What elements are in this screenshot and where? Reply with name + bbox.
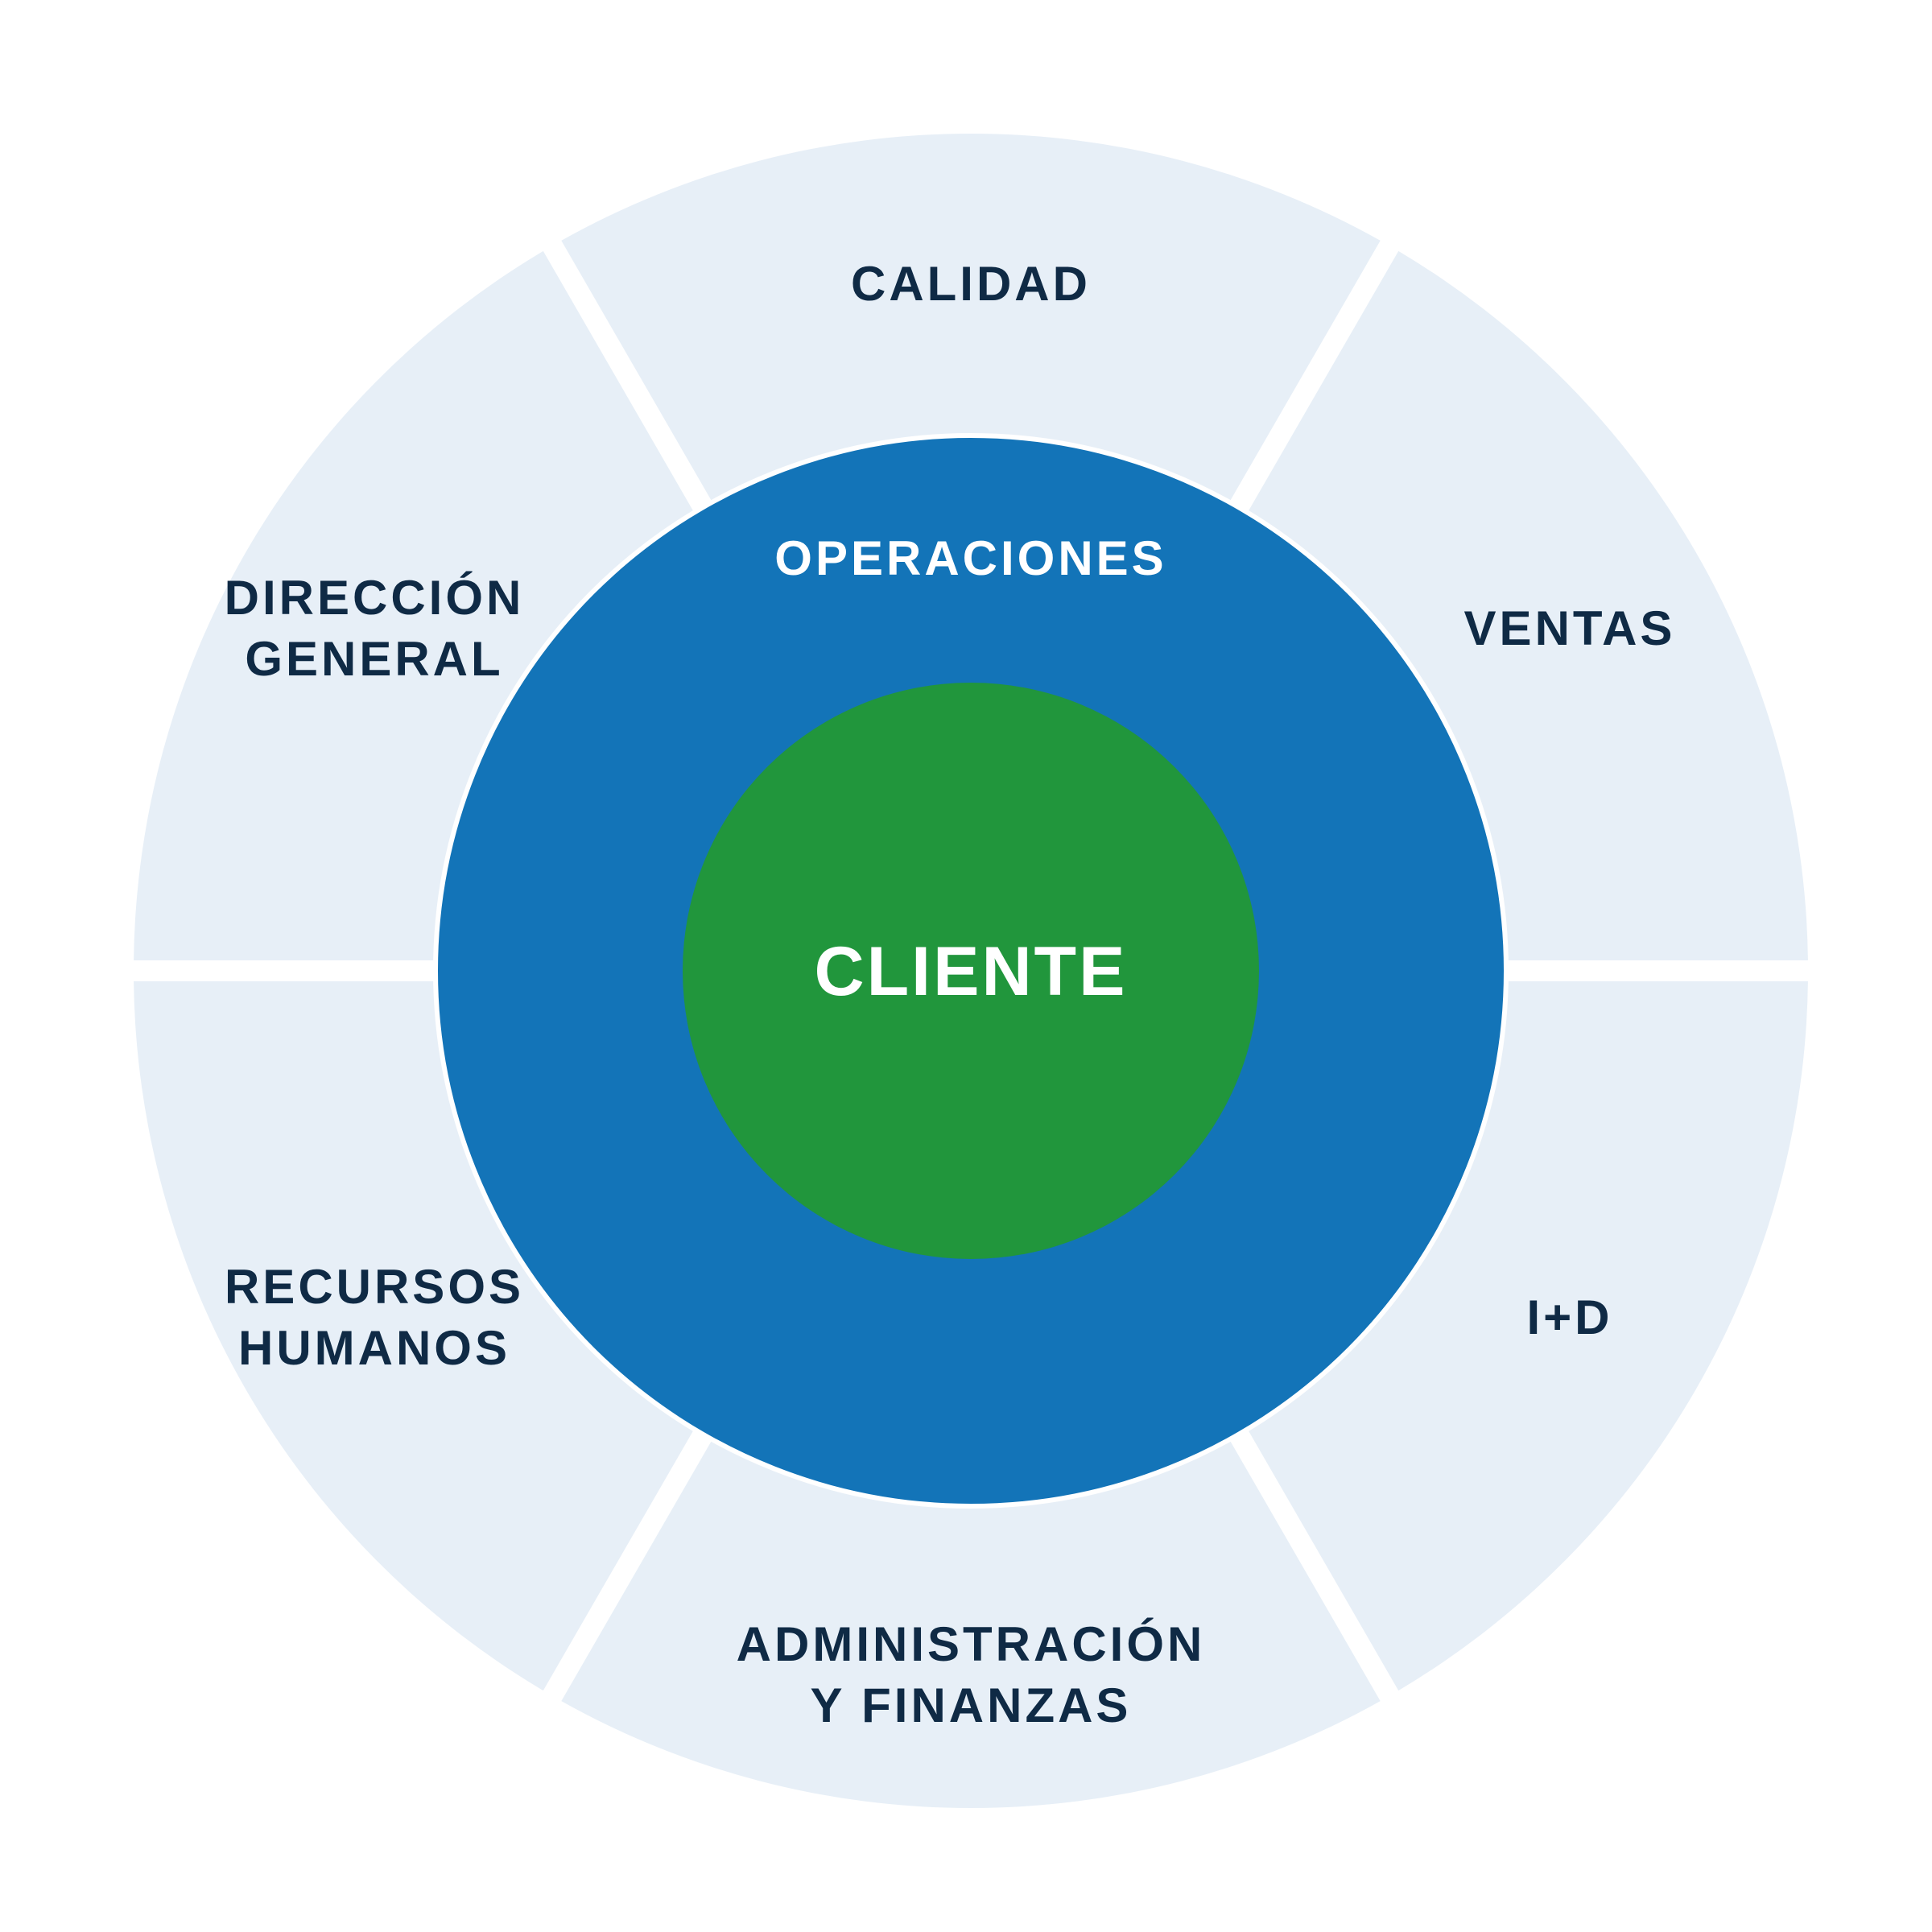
segment-label-administracion: ADMINISTRACIÓN Y FINANZAS bbox=[737, 1617, 1206, 1732]
segment-calidad bbox=[561, 134, 1381, 501]
segment-label-line: I+D bbox=[1526, 1290, 1612, 1344]
segment-label-line: HUMANOS bbox=[238, 1321, 510, 1375]
cliente-core bbox=[683, 683, 1259, 1259]
segment-ventas bbox=[1248, 250, 1808, 961]
segment-label-line: RECURSOS bbox=[225, 1260, 524, 1314]
segment-label-direccion-general: DIRECCIÓN GENERAL bbox=[225, 571, 525, 686]
segment-administracion bbox=[561, 1441, 1381, 1808]
segment-label-ventas: VENTAS bbox=[1464, 601, 1676, 655]
segment-label-calidad: CALIDAD bbox=[851, 257, 1091, 311]
segment-direccion-general bbox=[134, 250, 694, 961]
outer-segments bbox=[134, 134, 1808, 1808]
outer-segment-labels: CALIDAD VENTAS I+D ADMINISTRACIÓN Y FINANZAS… bbox=[225, 257, 1676, 1732]
segment-label-line: VENTAS bbox=[1464, 601, 1676, 655]
segment-label-line: ADMINISTRACIÓN bbox=[737, 1617, 1206, 1671]
segment-label-line: CALIDAD bbox=[851, 257, 1091, 311]
operaciones-label: OPERACIONES bbox=[774, 531, 1166, 585]
cliente-label: CLIENTE bbox=[815, 933, 1128, 1010]
segment-recursos-humanos bbox=[134, 981, 694, 1691]
segment-label-recursos-humanos: RECURSOS HUMANOS bbox=[225, 1260, 524, 1375]
segment-label-line: GENERAL bbox=[245, 632, 503, 686]
segment-i-d bbox=[1248, 981, 1808, 1691]
segment-label-i-d: I+D bbox=[1526, 1290, 1612, 1344]
segment-label-line: Y FINANZAS bbox=[811, 1678, 1132, 1732]
segment-label-line: DIRECCIÓN bbox=[225, 571, 525, 625]
